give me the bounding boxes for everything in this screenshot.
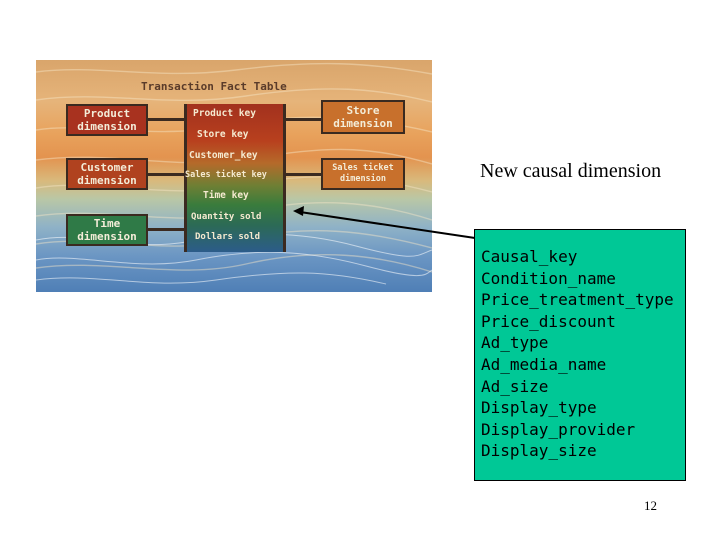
product-dimension-box: Product dimension	[66, 104, 148, 136]
causal-field: Causal_key	[481, 247, 578, 266]
causal-field: Price_treatment_type	[481, 290, 674, 310]
causal-field: Condition_name	[481, 268, 616, 288]
causal-dimension-box: Causal_key Condition_name Price_treatmen…	[474, 229, 686, 481]
product-dimension-line2: dimension	[77, 120, 137, 133]
connector-sales-ticket	[283, 173, 321, 176]
store-dimension-line2: dimension	[333, 117, 393, 130]
sales-ticket-dimension-line1: Sales ticket	[332, 163, 394, 173]
causal-field: Ad_media_name	[481, 354, 607, 374]
causal-field: Display_provider	[481, 419, 636, 439]
causal-field: Ad_type	[481, 333, 549, 353]
customer-dimension-line2: dimension	[77, 174, 137, 187]
fact-table-title: Transaction Fact Table	[141, 80, 287, 93]
connector-product	[148, 118, 184, 121]
connector-store	[283, 118, 321, 121]
causal-field: Display_size	[481, 441, 597, 461]
causal-field: Display_type	[481, 398, 597, 418]
sales-ticket-dimension-line2: dimension	[339, 174, 387, 184]
new-causal-dimension-title: New causal dimension	[480, 160, 662, 182]
fact-row-time-key: Time key	[203, 190, 249, 201]
causal-field: Price_discount	[481, 311, 616, 331]
fact-row-store-key: Store key	[197, 129, 249, 140]
fact-row-quantity-sold: Quantity sold	[191, 212, 262, 222]
fact-row-customer-key: Customer_key	[189, 150, 258, 161]
product-dimension-line1: Product	[83, 107, 131, 120]
time-dimension-line2: dimension	[77, 230, 137, 243]
store-dimension-line1: Store	[346, 104, 380, 117]
fact-row-sales-ticket-key: Sales ticket key	[185, 170, 267, 180]
time-dimension-box: Time dimension	[66, 214, 148, 246]
star-schema-diagram: Transaction Fact Table Product key Store…	[36, 60, 432, 292]
customer-dimension-line1: Customer	[80, 161, 134, 174]
page-number: 12	[644, 498, 657, 513]
causal-field: Ad_size	[481, 376, 549, 396]
store-dimension-box: Store dimension	[321, 100, 405, 134]
fact-row-product-key: Product key	[193, 108, 256, 119]
causal-field-list: Causal_key Condition_name Price_treatmen…	[481, 246, 674, 462]
customer-dimension-box: Customer dimension	[66, 158, 148, 190]
connector-time	[148, 228, 184, 231]
fact-table: Product key Store key Customer_key Sales…	[184, 104, 286, 252]
connector-customer	[148, 173, 184, 176]
time-dimension-line1: Time	[93, 217, 121, 230]
fact-row-dollars-sold: Dollars sold	[195, 232, 261, 242]
sales-ticket-dimension-box: Sales ticket dimension	[321, 158, 405, 190]
